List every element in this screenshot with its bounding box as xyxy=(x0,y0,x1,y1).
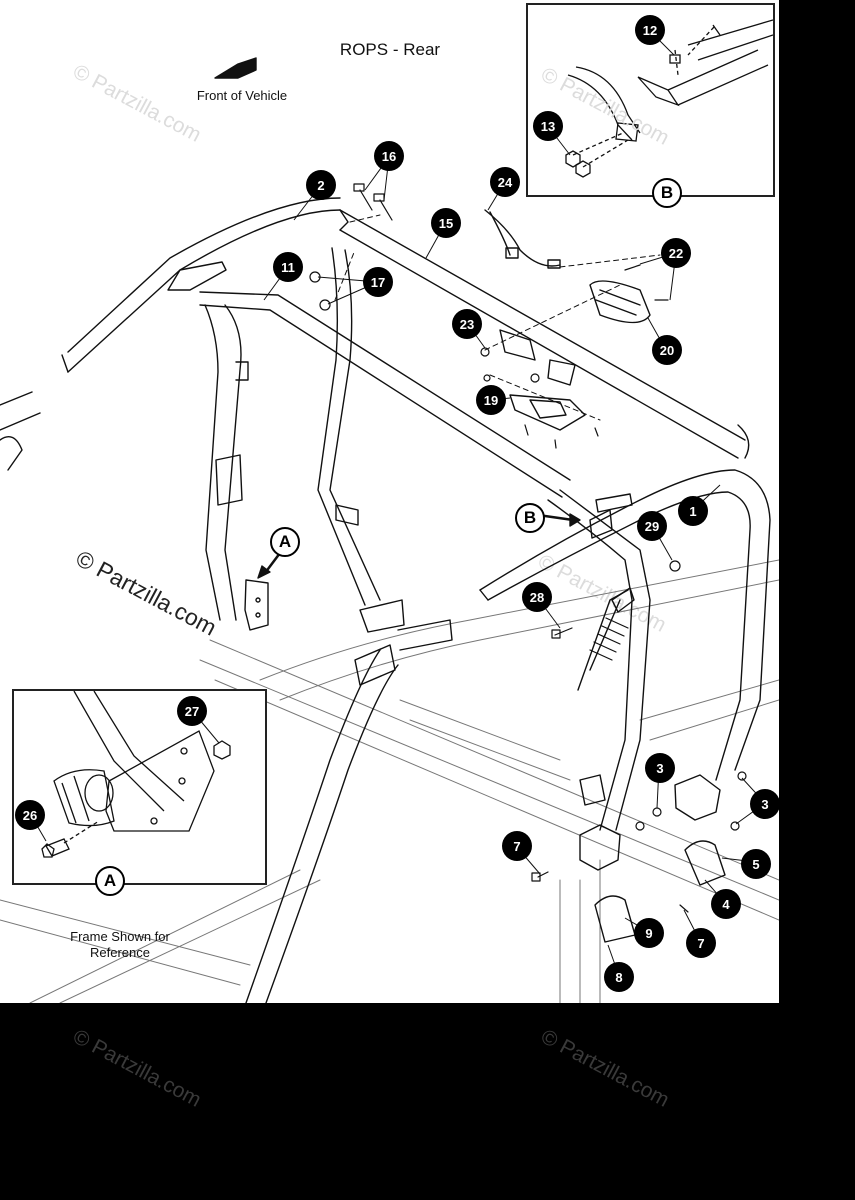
callout-26: 26 xyxy=(15,800,45,830)
front-of-vehicle-label: Front of Vehicle xyxy=(196,88,288,103)
frame-reference-note: Frame Shown for Reference xyxy=(70,929,170,960)
watermark: © Partzilla.com xyxy=(537,1025,673,1112)
callout-24: 24 xyxy=(490,167,520,197)
callout-1: 1 xyxy=(678,496,708,526)
callout-28: 28 xyxy=(522,582,552,612)
callout-29: 29 xyxy=(637,511,667,541)
diagram-sheet: © Partzilla.com © Partzilla.com © Partzi… xyxy=(0,0,779,1003)
callout-2: 2 xyxy=(306,170,336,200)
detail-a-inset xyxy=(12,689,267,885)
callout-19: 19 xyxy=(476,385,506,415)
callout-27: 27 xyxy=(177,696,207,726)
detail-b-pointer-label: B xyxy=(515,503,545,533)
callout-7: 7 xyxy=(686,928,716,958)
callout-22: 22 xyxy=(661,238,691,268)
watermark: © Partzilla.com xyxy=(69,1025,205,1112)
callout-20: 20 xyxy=(652,335,682,365)
detail-a-inset-label: A xyxy=(95,866,125,896)
callout-3: 3 xyxy=(645,753,675,783)
detail-b-inset-label: B xyxy=(652,178,682,208)
callout-3: 3 xyxy=(750,789,779,819)
callout-17: 17 xyxy=(363,267,393,297)
callout-9: 9 xyxy=(634,918,664,948)
callout-8: 8 xyxy=(604,962,634,992)
callout-11: 11 xyxy=(273,252,303,282)
detail-b-inset: © Partzilla.com xyxy=(526,3,775,197)
detail-a-pointer-label: A xyxy=(270,527,300,557)
diagram-title: ROPS - Rear xyxy=(339,40,441,59)
callout-15: 15 xyxy=(431,208,461,238)
callout-23: 23 xyxy=(452,309,482,339)
callout-4: 4 xyxy=(711,889,741,919)
detail-b-drawing xyxy=(549,19,774,178)
detail-a-drawing xyxy=(31,690,231,858)
callout-13: 13 xyxy=(533,111,563,141)
callout-7: 7 xyxy=(502,831,532,861)
callout-12: 12 xyxy=(635,15,665,45)
callout-16: 16 xyxy=(374,141,404,171)
callout-5: 5 xyxy=(741,849,771,879)
